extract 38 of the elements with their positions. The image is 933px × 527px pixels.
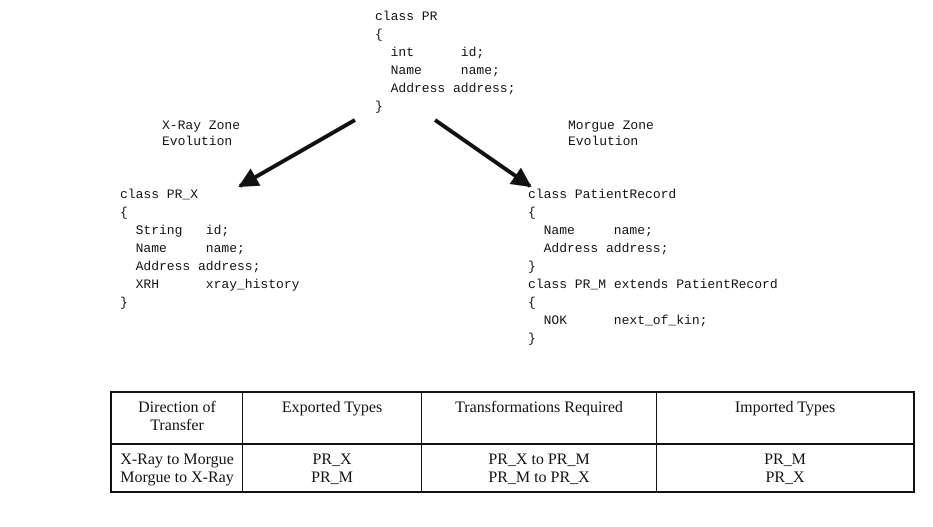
code-line: class PR [375,8,438,26]
table-entry: X-Ray to Morgue [120,451,234,469]
table-entry: PR_M [311,469,353,487]
code-line: } [528,258,536,276]
code-line: Name name; [136,240,245,258]
edge-label: Morgue Zone Evolution [568,118,655,150]
table-entry: PR_X [765,469,805,487]
code-line: Address address; [136,258,260,276]
table-entry: PR_M [764,451,806,469]
table-entry: Morgue to X-Ray [120,469,234,487]
code-line: NOK next_of_kin; [544,312,708,330]
column-header: Transformations Required [455,399,623,417]
code-line: class PR_X [120,186,198,204]
code-line: Name name; [544,222,653,240]
code-line: Name name; [390,62,500,80]
arrow [238,118,356,188]
code-line: int id; [390,44,484,62]
edge-label: X-Ray Zone Evolution [162,118,242,150]
column-header: Imported Types [734,399,836,417]
code-line: XRH xray_history [136,276,300,294]
table-entry: PR_X [312,451,352,469]
code-line: Address address; [544,240,668,258]
code-line: } [120,294,128,312]
code-line: { [375,26,383,44]
code-line: { [528,294,536,312]
code-line: { [528,204,536,222]
code-line: { [120,204,128,222]
code-line: class PatientRecord [528,186,676,204]
code-line: String id; [136,222,230,240]
column-header: Exported Types [282,399,382,417]
code-line: } [375,98,383,116]
table-entry: PR_X to PR_M [488,451,590,469]
table-entry: PR_M to PR_X [488,469,590,487]
code-line: } [528,330,536,348]
code-line: Address address; [390,80,516,98]
arrow [434,118,532,188]
column-header: Direction of Transfer [137,399,217,435]
code-line: class PR_M extends PatientRecord [528,276,778,294]
